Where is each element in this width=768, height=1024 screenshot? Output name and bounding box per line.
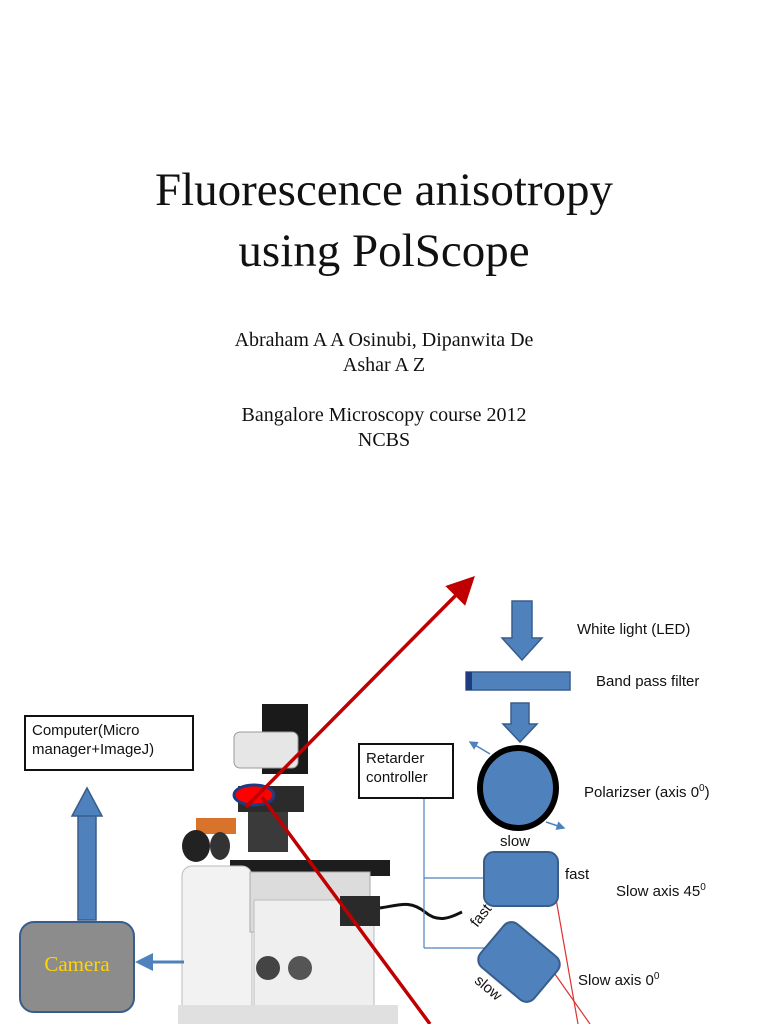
polarizer-label: Polarizser (axis 00)	[584, 780, 710, 802]
ray-out-arrow	[244, 576, 475, 809]
authors-line-1: Abraham A A Osinubi, Dipanwita De	[234, 329, 534, 351]
slow-axis-45-label: Slow axis 450	[616, 879, 706, 901]
authors-line-2: Ashar A Z	[342, 354, 426, 376]
camera-to-computer-arrow-icon	[70, 786, 104, 921]
slow-axis-45-text: Slow axis 45	[616, 883, 701, 900]
venue-line-2: NCBS	[357, 429, 411, 451]
retarder-label-line-1: Retarder	[366, 750, 425, 767]
band-pass-filter-shape	[465, 671, 571, 691]
polarizer-label-close: )	[704, 784, 710, 801]
slow-label-top: slow	[500, 833, 531, 850]
computer-box: Computer(Micro manager+ImageJ)	[24, 715, 194, 771]
band-pass-filter-label: Band pass filter	[596, 673, 700, 690]
retarder-slow-45-shape	[483, 851, 559, 907]
ray-to-sample	[260, 795, 432, 1024]
slide-title: Fluorescence anisotropy using PolScope	[0, 160, 768, 282]
computer-label-line-1: Computer(Micro	[32, 722, 140, 739]
polarizer-label-text: Polarizser (axis 0	[584, 784, 700, 801]
retarder-slow-0-shape	[477, 921, 561, 1003]
slow-axis-0-text: Slow axis 0	[578, 972, 654, 989]
polscope-setup-diagram	[19, 576, 591, 1024]
camera-shape	[19, 921, 135, 1013]
retarder-label-line-2: controller	[366, 769, 428, 786]
camera-label: Camera	[44, 952, 110, 976]
slow-axis-0-label: Slow axis 00	[578, 968, 659, 990]
white-light-label: White light (LED)	[577, 621, 691, 638]
polarizer-shape	[468, 741, 566, 831]
microscope-illustration	[178, 704, 463, 1024]
fast-label-right: fast	[565, 866, 590, 883]
filter-to-polarizer-arrow-icon	[501, 702, 539, 744]
computer-label-line-2: manager+ImageJ)	[32, 741, 155, 758]
sample-stage-marker	[232, 783, 276, 807]
white-light-arrow-icon	[500, 600, 544, 662]
slow-axis-0-degree: 0	[653, 971, 660, 982]
title-line-1: Fluorescence anisotropy	[154, 164, 614, 216]
slow-axis-45-degree: 0	[700, 882, 706, 893]
authors: Abraham A A Osinubi, Dipanwita De Ashar …	[0, 328, 768, 378]
polarizer-degree: 0	[699, 783, 705, 794]
retarder-controller-box: Retarder controller	[358, 743, 454, 799]
title-line-2: using PolScope	[238, 225, 530, 277]
retarder-connectors	[423, 799, 486, 949]
venue-line-1: Bangalore Microscopy course 2012	[241, 404, 527, 426]
venue: Bangalore Microscopy course 2012 NCBS	[0, 403, 768, 453]
